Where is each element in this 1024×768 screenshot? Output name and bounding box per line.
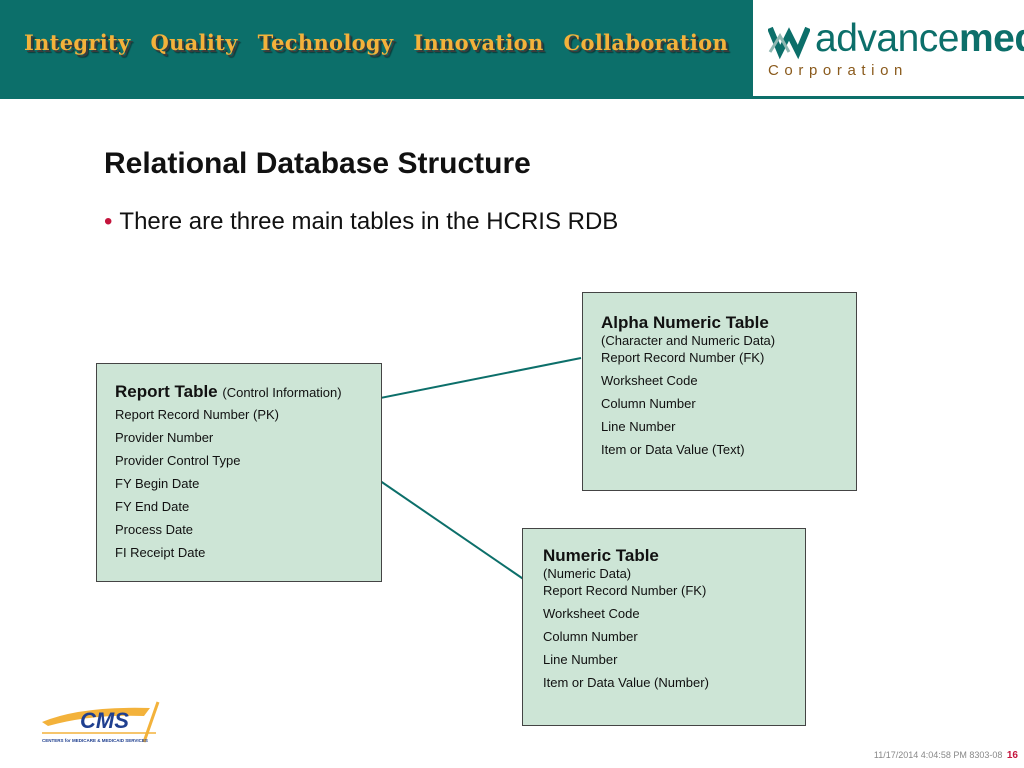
- advancemed-logo: advancemed Corporation: [753, 0, 1024, 96]
- logo-brand-bold: med: [958, 17, 1024, 60]
- slide-bullet: •There are three main tables in the HCRI…: [104, 208, 618, 236]
- value-quality: Quality: [150, 30, 238, 55]
- numeric-field: Worksheet Code: [543, 606, 640, 621]
- report-table-title: Report Table (Control Information): [115, 382, 363, 402]
- report-field: Provider Number: [115, 430, 214, 445]
- logo-subline: Corporation: [768, 62, 908, 79]
- alpha-field: Column Number: [601, 396, 696, 411]
- numeric-table-title: Numeric Table: [543, 546, 659, 565]
- report-field: Process Date: [115, 522, 194, 537]
- bullet-icon: •: [104, 208, 113, 235]
- core-values: Integrity Quality Technology Innovation …: [24, 30, 728, 55]
- numeric-table-box: Numeric Table (Numeric Data) Report Reco…: [522, 528, 806, 726]
- report-field: FI Receipt Date: [115, 545, 206, 560]
- alpha-numeric-table-box: Alpha Numeric Table (Character and Numer…: [582, 292, 857, 491]
- value-technology: Technology: [257, 30, 394, 55]
- report-field: Report Record Number (PK): [115, 407, 279, 422]
- alpha-table-fields: Report Record Number (FK) Worksheet Code…: [601, 346, 838, 461]
- alpha-field: Worksheet Code: [601, 373, 698, 388]
- logo-wordmark: advancemed: [815, 16, 1024, 62]
- report-table-note: (Control Information): [222, 385, 342, 400]
- alpha-table-subtitle: (Character and Numeric Data): [601, 333, 776, 348]
- footer-stamp: 11/17/2014 4:04:58 PM 8303-08: [873, 750, 1003, 760]
- cms-logo-text: CMS: [80, 708, 129, 733]
- cms-logo-subtext: CENTERS for MEDICARE & MEDICAID SERVICES: [42, 738, 148, 743]
- cms-slash-icon: [142, 701, 160, 743]
- report-table-box: Report Table (Control Information) Repor…: [96, 363, 382, 582]
- report-field: Provider Control Type: [115, 453, 241, 468]
- alpha-field: Line Number: [601, 419, 676, 434]
- report-field: FY End Date: [115, 499, 190, 514]
- advancemed-mark-icon: [768, 22, 810, 60]
- page-number: 16: [1006, 750, 1018, 761]
- value-innovation: Innovation: [413, 30, 544, 55]
- report-field: FY Begin Date: [115, 476, 200, 491]
- value-integrity: Integrity: [24, 30, 131, 55]
- alpha-table-title: Alpha Numeric Table: [601, 313, 769, 332]
- value-collaboration: Collaboration: [563, 30, 729, 55]
- logo-brand-light: advance: [815, 17, 959, 60]
- numeric-field: Line Number: [543, 652, 618, 667]
- cms-logo: CMS CENTERS for MEDICARE & MEDICAID SERV…: [42, 701, 160, 743]
- bullet-text: There are three main tables in the HCRIS…: [119, 208, 619, 235]
- slide-title: Relational Database Structure: [104, 147, 531, 180]
- numeric-field: Column Number: [543, 629, 638, 644]
- numeric-field: Item or Data Value (Number): [543, 675, 709, 690]
- alpha-field: Report Record Number (FK): [601, 350, 765, 365]
- numeric-table-fields: Report Record Number (FK) Worksheet Code…: [543, 579, 787, 694]
- header-rule: [0, 96, 1024, 99]
- alpha-field: Item or Data Value (Text): [601, 442, 745, 457]
- cms-swoosh-icon: [42, 707, 150, 726]
- numeric-table-subtitle: (Numeric Data): [543, 566, 632, 581]
- report-table-fields: Report Record Number (PK) Provider Numbe…: [115, 403, 363, 564]
- header-banner: Integrity Quality Technology Innovation …: [0, 0, 753, 98]
- report-table-name: Report Table: [115, 382, 218, 401]
- numeric-field: Report Record Number (FK): [543, 583, 707, 598]
- slide-footer: 11/17/2014 4:04:58 PM 8303-08 16: [874, 750, 1018, 761]
